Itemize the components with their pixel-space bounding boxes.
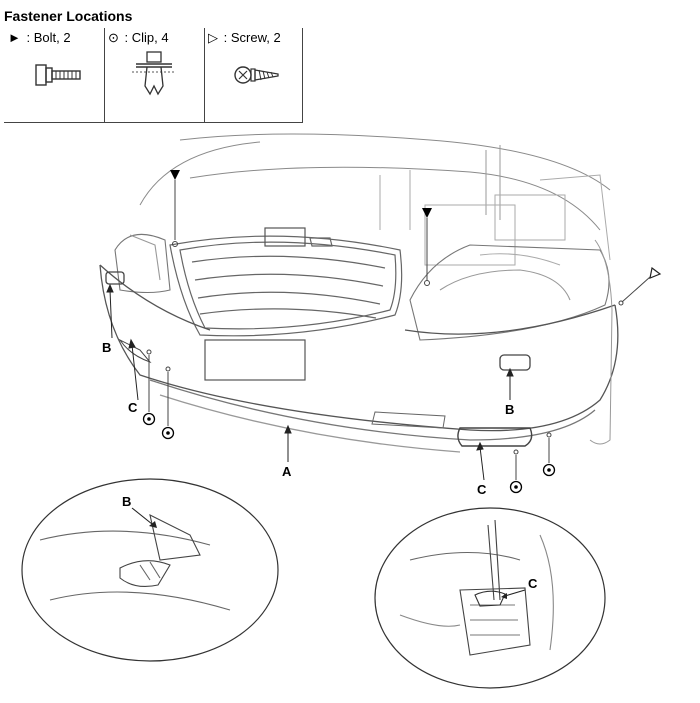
callout-a-label: A — [282, 464, 292, 479]
legend-bolt-cell: ► : Bolt, 2 — [4, 28, 105, 123]
legend-bolt-label: : Bolt, 2 — [26, 30, 71, 45]
fastener-markers — [142, 170, 662, 494]
legend-clip-cell: ⊙ : Clip, 4 — [104, 28, 205, 123]
screw-marker-icon — [649, 266, 662, 279]
detail-circle-left — [21, 478, 279, 662]
clip-marker-icon — [161, 426, 175, 440]
triangle-outline-icon: ▷ — [208, 30, 218, 45]
detail-circle-right — [374, 507, 606, 689]
callout-b-detail-label: B — [122, 494, 132, 509]
callout-c-detail-label: C — [528, 576, 538, 591]
bolt-icon — [35, 64, 81, 86]
diagram-title: Fastener Locations — [4, 8, 133, 24]
callout-c-label: C — [477, 482, 487, 497]
clip-circle-icon: ⊙ — [108, 30, 119, 45]
callout-b-label: B — [102, 340, 112, 355]
clip-marker-icon — [509, 480, 523, 494]
triangle-filled-icon: ► — [8, 30, 21, 45]
bolt-marker-icon — [422, 208, 432, 218]
screw-icon — [234, 66, 279, 84]
callout-c-label: C — [128, 400, 138, 415]
fastener-legend: ► : Bolt, 2 ⊙ : Clip, 4 — [4, 28, 304, 123]
callout-b-label: B — [505, 402, 515, 417]
legend-clip-label: : Clip, 4 — [124, 30, 169, 45]
clip-marker-icon — [142, 412, 156, 426]
clip-marker-icon — [542, 463, 556, 477]
clip-icon — [132, 51, 176, 96]
legend-screw-cell: ▷ : Screw, 2 — [204, 28, 303, 123]
legend-screw-label: : Screw, 2 — [223, 30, 281, 45]
bolt-marker-icon — [170, 170, 180, 180]
